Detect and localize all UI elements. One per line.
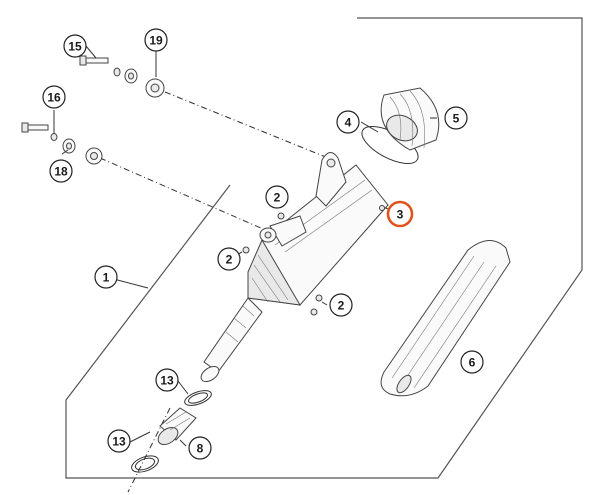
- callout-8: 8: [188, 436, 212, 460]
- callout-ring-16: [42, 85, 66, 109]
- callout-number-6: 6: [469, 355, 476, 369]
- callout-number-4: 4: [345, 115, 352, 129]
- callout-number-16: 16: [47, 90, 61, 104]
- callout-number-8: 8: [197, 441, 204, 455]
- callout-ring-2c: [329, 293, 353, 317]
- callout-2c: 2: [329, 293, 353, 317]
- callout-number-2a: 2: [274, 190, 281, 204]
- callout-ring-6: [460, 350, 484, 374]
- callout-ring-2a: [265, 185, 289, 209]
- callout-6: 6: [460, 350, 484, 374]
- callout-5: 5: [444, 106, 468, 130]
- callout-ring-4: [336, 110, 360, 134]
- callout-ring-19: [144, 28, 168, 52]
- callout-ring-15: [63, 34, 87, 58]
- callout-19: 19: [144, 28, 168, 52]
- callout-ring-1: [94, 265, 118, 289]
- silencer-body-1: [200, 152, 389, 383]
- callout-15: 15: [63, 34, 87, 58]
- connector-gaskets: [131, 390, 212, 473]
- callout-number-19: 19: [149, 33, 163, 47]
- callout-ring-13a: [155, 368, 179, 392]
- callout-number-13a: 13: [160, 373, 174, 387]
- callout-ring-8: [188, 436, 212, 460]
- callout-13b: 13: [107, 429, 131, 453]
- callout-number-5: 5: [453, 111, 460, 125]
- callout-ring-13b: [107, 429, 131, 453]
- callout-4: 4: [336, 110, 360, 134]
- alignment-line-lower: [99, 157, 271, 233]
- callout-1: 1: [94, 265, 118, 289]
- alignment-line-upper: [164, 91, 339, 163]
- end-cap-5: [380, 87, 440, 151]
- callout-2a: 2: [265, 185, 289, 209]
- assembly-group-frame: [65, 17, 583, 479]
- callout-18: 18: [49, 159, 73, 183]
- callout-number-13b: 13: [112, 434, 126, 448]
- callout-2b: 2: [217, 247, 241, 271]
- callout-number-2b: 2: [226, 252, 233, 266]
- callout-number-2c: 2: [338, 298, 345, 312]
- bolt-15-assembly: [79, 51, 165, 98]
- callout-13a: 13: [155, 368, 179, 392]
- callout-3: 3: [386, 200, 414, 228]
- callout-ring-2b: [217, 247, 241, 271]
- callout-ring-3: [386, 200, 414, 228]
- callout-number-1: 1: [103, 270, 110, 284]
- callout-number-18: 18: [54, 164, 68, 178]
- alignment-line-bottom: [127, 407, 171, 493]
- bolt-16-assembly: [21, 110, 103, 165]
- callout-ring-5: [444, 106, 468, 130]
- callout-number-15: 15: [68, 39, 82, 53]
- screws-2-3: [242, 205, 385, 316]
- callout-16: 16: [42, 85, 66, 109]
- callout-number-3: 3: [397, 207, 404, 221]
- callout-ring-18: [49, 159, 73, 183]
- heat-shield-6: [380, 240, 511, 397]
- callout-labels: 15 19 16 18 4 5 2 3 2 1 2 6 13 13 8: [42, 28, 484, 460]
